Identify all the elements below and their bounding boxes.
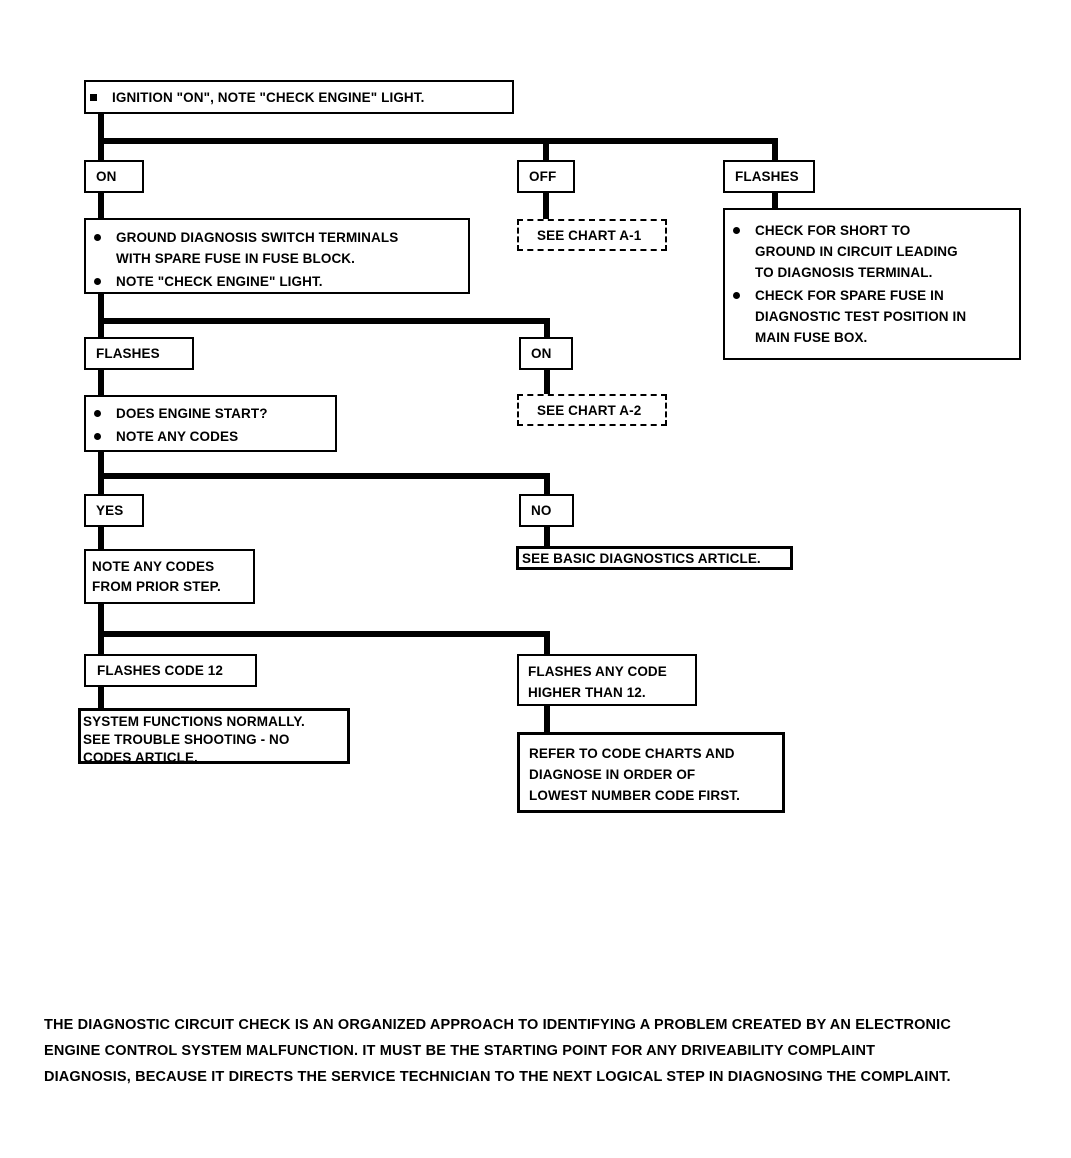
branch-flashes-1-label: FLASHES bbox=[735, 169, 799, 184]
connector-to-off bbox=[543, 138, 549, 164]
node-system-functions[interactable]: SYSTEM FUNCTIONS NORMALLY. SEE TROUBLE S… bbox=[78, 708, 350, 765]
connector-code-bus bbox=[98, 631, 550, 637]
check-short-item: CHECK FOR SPARE FUSE IN DIAGNOSTIC TEST … bbox=[729, 285, 1015, 348]
footer-line-3: DIAGNOSIS, BECAUSE IT DIRECTS THE SERVIC… bbox=[44, 1069, 951, 1085]
branch-off-1-label: OFF bbox=[529, 169, 557, 184]
connector-code12-to-system bbox=[98, 686, 104, 710]
footer-paragraph: THE DIAGNOSTIC CIRCUIT CHECK IS AN ORGAN… bbox=[44, 1012, 1029, 1090]
see-chart-a2-label: SEE CHART A-2 bbox=[537, 402, 642, 418]
node-flashes-code-12[interactable]: FLASHES CODE 12 bbox=[84, 654, 257, 687]
node-branch-no[interactable]: NO bbox=[519, 494, 574, 527]
connector-yes-to-notecodes bbox=[98, 527, 104, 552]
branch-on-2-label: ON bbox=[531, 346, 552, 361]
branch-no-label: NO bbox=[531, 503, 552, 518]
node-branch-off-1[interactable]: OFF bbox=[517, 160, 575, 193]
node-start[interactable]: IGNITION "ON", NOTE "CHECK ENGINE" LIGHT… bbox=[84, 80, 514, 114]
node-does-engine-start[interactable]: DOES ENGINE START? NOTE ANY CODES bbox=[84, 395, 337, 452]
node-refer-to-code-charts[interactable]: REFER TO CODE CHARTS AND DIAGNOSE IN ORD… bbox=[517, 732, 785, 813]
connector-to-flashes-1 bbox=[772, 138, 778, 164]
footer-line-1: THE DIAGNOSTIC CIRCUIT CHECK IS AN ORGAN… bbox=[44, 1017, 951, 1033]
connector-to-no bbox=[544, 473, 550, 495]
node-ground-diagnosis[interactable]: GROUND DIAGNOSIS SWITCH TERMINALS WITH S… bbox=[84, 218, 470, 294]
does-engine-start-item: DOES ENGINE START? bbox=[90, 403, 331, 424]
connector-off-to-chart-a1 bbox=[543, 192, 549, 220]
bullet-dot-icon bbox=[94, 410, 101, 417]
node-branch-on-1[interactable]: ON bbox=[84, 160, 144, 193]
node-branch-yes[interactable]: YES bbox=[84, 494, 144, 527]
does-engine-start-item: NOTE ANY CODES bbox=[90, 426, 331, 447]
see-basic-diagnostics-label: SEE BASIC DIAGNOSTICS ARTICLE. bbox=[522, 550, 761, 566]
square-bullet-icon bbox=[90, 94, 97, 101]
note-any-codes-label: NOTE ANY CODES FROM PRIOR STEP. bbox=[92, 559, 221, 594]
flashes-any-code-label: FLASHES ANY CODE HIGHER THAN 12. bbox=[528, 664, 667, 700]
bullet-dot-icon bbox=[94, 234, 101, 241]
node-branch-on-2[interactable]: ON bbox=[519, 337, 573, 370]
see-chart-a1-label: SEE CHART A-1 bbox=[537, 227, 642, 243]
node-see-chart-a2[interactable]: SEE CHART A-2 bbox=[517, 394, 667, 426]
connector-flashes2-to-question bbox=[98, 369, 104, 397]
refer-to-code-charts-label: REFER TO CODE CHARTS AND DIAGNOSE IN ORD… bbox=[529, 746, 740, 803]
connector-question-down bbox=[98, 451, 104, 507]
connector-second-bus bbox=[98, 318, 550, 324]
connector-top-bus bbox=[98, 138, 778, 144]
node-note-any-codes[interactable]: NOTE ANY CODES FROM PRIOR STEP. bbox=[84, 549, 255, 604]
connector-no-to-basic bbox=[544, 527, 550, 549]
connector-on2-to-chart-a2 bbox=[544, 369, 550, 397]
footer-line-2: ENGINE CONTROL SYSTEM MALFUNCTION. IT MU… bbox=[44, 1043, 876, 1059]
connector-to-higher-code bbox=[544, 631, 550, 655]
start-bullet-line: IGNITION "ON", NOTE "CHECK ENGINE" LIGHT… bbox=[86, 87, 512, 108]
connector-on-to-ground bbox=[98, 192, 104, 220]
ground-diagnosis-item: GROUND DIAGNOSIS SWITCH TERMINALS WITH S… bbox=[90, 227, 464, 269]
connector-flashes-to-check bbox=[772, 192, 778, 220]
ground-diagnosis-item: NOTE "CHECK ENGINE" LIGHT. bbox=[90, 271, 464, 292]
node-check-short[interactable]: CHECK FOR SHORT TO GROUND IN CIRCUIT LEA… bbox=[723, 208, 1021, 360]
node-branch-flashes-2[interactable]: FLASHES bbox=[84, 337, 194, 370]
bullet-dot-icon bbox=[94, 433, 101, 440]
bullet-dot-icon bbox=[733, 292, 740, 299]
connector-yesno-bus bbox=[98, 473, 550, 479]
branch-flashes-2-label: FLASHES bbox=[96, 346, 160, 361]
check-short-item: CHECK FOR SHORT TO GROUND IN CIRCUIT LEA… bbox=[729, 220, 1015, 283]
bullet-dot-icon bbox=[733, 227, 740, 234]
node-flashes-any-code[interactable]: FLASHES ANY CODE HIGHER THAN 12. bbox=[517, 654, 697, 706]
node-branch-flashes-1[interactable]: FLASHES bbox=[723, 160, 815, 193]
connector-to-on-2 bbox=[544, 318, 550, 341]
bullet-dot-icon bbox=[94, 278, 101, 285]
node-see-chart-a1[interactable]: SEE CHART A-1 bbox=[517, 219, 667, 251]
flashes-code-12-label: FLASHES CODE 12 bbox=[97, 663, 224, 678]
branch-on-1-label: ON bbox=[96, 169, 117, 184]
branch-yes-label: YES bbox=[96, 503, 124, 518]
connector-anycode-to-refer bbox=[544, 705, 550, 734]
node-see-basic-diagnostics[interactable]: SEE BASIC DIAGNOSTICS ARTICLE. bbox=[516, 546, 793, 570]
system-functions-label: SYSTEM FUNCTIONS NORMALLY. SEE TROUBLE S… bbox=[83, 714, 305, 765]
